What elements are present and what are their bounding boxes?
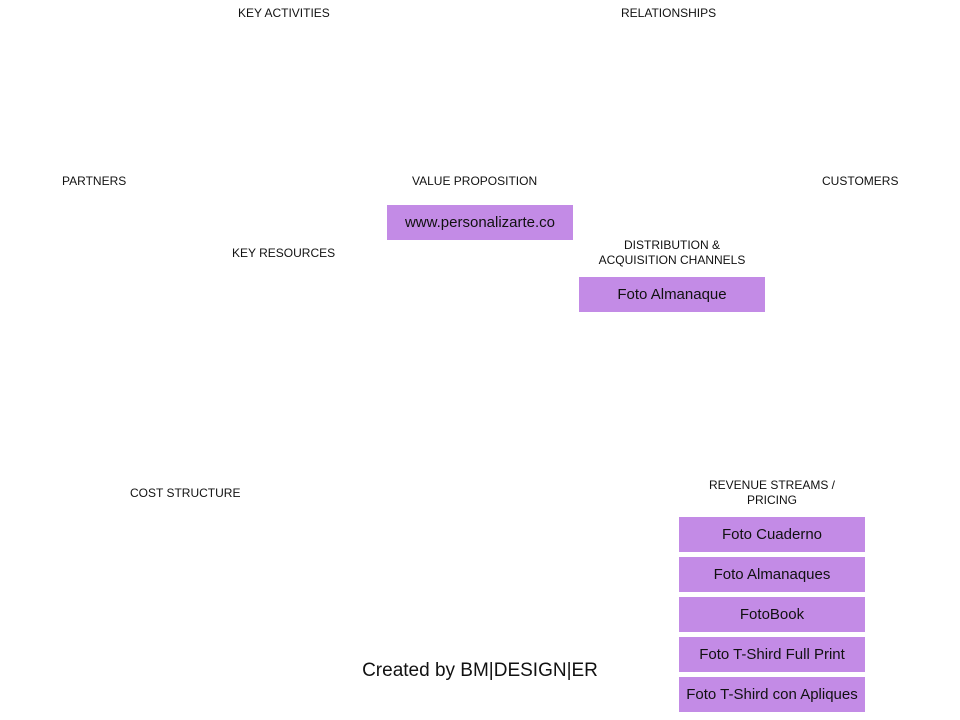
value-proposition-heading: VALUE PROPOSITION: [412, 174, 538, 188]
channels-heading-line-1: DISTRIBUTION &: [623, 238, 720, 252]
revenue-streams-heading-line-2: PRICING: [746, 493, 797, 507]
customers-heading: CUSTOMERS: [822, 174, 899, 188]
cost-structure-heading: COST STRUCTURE: [130, 486, 241, 500]
partners-heading: PARTNERS: [62, 174, 127, 188]
revenue-card-foto-almanaques[interactable]: Foto Almanaques: [679, 557, 865, 592]
relationships-heading: RELATIONSHIPS: [621, 6, 717, 20]
revenue-card-tshirt-full-print[interactable]: Foto T-Shird Full Print: [679, 637, 865, 672]
revenue-card-foto-cuaderno[interactable]: Foto Cuaderno: [679, 517, 865, 552]
channels-heading: DISTRIBUTION & ACQUISITION CHANNELS: [580, 238, 764, 268]
revenue-card-tshirt-apliques[interactable]: Foto T-Shird con Apliques: [679, 677, 865, 712]
key-resources-heading: KEY RESOURCES: [232, 246, 336, 260]
revenue-card-fotobook[interactable]: FotoBook: [679, 597, 865, 632]
revenue-streams-heading: REVENUE STREAMS / PRICING: [680, 478, 864, 508]
value-proposition-card[interactable]: www.personalizarte.co: [387, 205, 573, 240]
key-activities-heading: KEY ACTIVITIES: [238, 6, 330, 20]
channels-heading-line-2: ACQUISITION CHANNELS: [598, 253, 746, 267]
credit-text: Created by BM|DESIGN|ER: [362, 660, 598, 681]
revenue-streams-heading-line-1: REVENUE STREAMS /: [708, 478, 836, 492]
channels-card[interactable]: Foto Almanaque: [579, 277, 765, 312]
